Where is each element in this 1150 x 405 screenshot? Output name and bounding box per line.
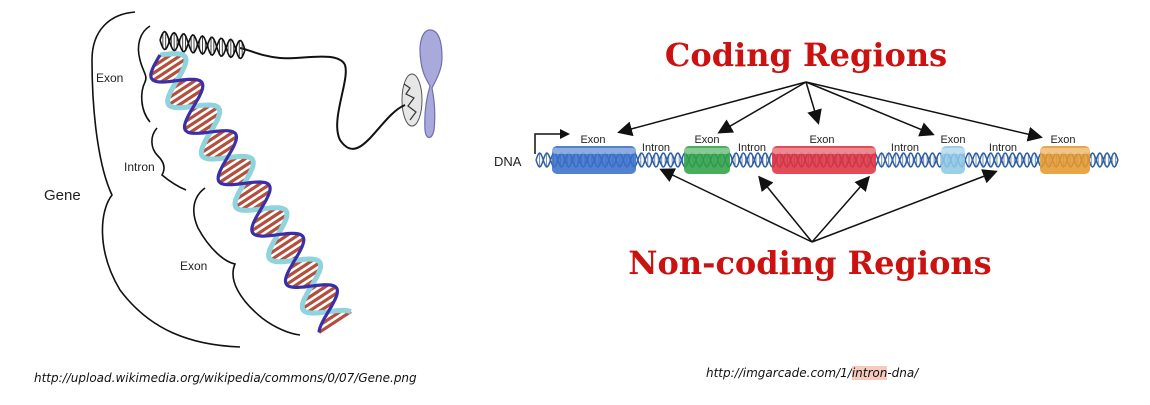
base-pair-rung bbox=[285, 261, 321, 286]
arrow-to-exon bbox=[805, 81, 935, 137]
base-pair-rung bbox=[188, 111, 221, 135]
regions-figure: Coding Regions Non-coding Regions DNA Ex… bbox=[494, 36, 1119, 282]
coil-strand bbox=[159, 30, 246, 59]
base-pair-rung bbox=[226, 166, 254, 186]
left-source-url[interactable]: http://upload.wikimedia.org/wikipedia/co… bbox=[34, 371, 417, 385]
base-pair-rung bbox=[167, 78, 198, 100]
arrow-to-exon bbox=[805, 81, 822, 125]
base-pair-rung bbox=[270, 237, 305, 262]
gene-brace bbox=[91, 11, 241, 348]
base-pair-rung bbox=[301, 285, 337, 310]
base-pair-rung bbox=[152, 57, 187, 82]
segment-label-exon-2: Exon bbox=[694, 134, 719, 146]
pointer-arrows bbox=[617, 81, 1043, 243]
coiled-dna-top bbox=[159, 30, 246, 60]
double-helix bbox=[149, 51, 352, 334]
base-pair-rung bbox=[167, 81, 204, 107]
exon-bottom-brace bbox=[193, 187, 301, 336]
exon-block-red-shine bbox=[772, 148, 876, 154]
base-pair-rung bbox=[200, 130, 235, 155]
base-pair-rung bbox=[302, 283, 330, 303]
base-pair-rung bbox=[218, 159, 254, 184]
dna-label: DNA bbox=[494, 154, 522, 169]
arrow-to-intron bbox=[758, 175, 813, 243]
intron-brace bbox=[151, 127, 187, 191]
arrow-to-intron bbox=[659, 168, 813, 243]
base-pair-rung bbox=[318, 310, 352, 334]
exon-block-green bbox=[684, 146, 730, 174]
segment-label-exon-1: Exon bbox=[580, 134, 605, 146]
base-pair-rung bbox=[254, 213, 288, 237]
base-pair-rung bbox=[234, 183, 270, 209]
intron-label: Intron bbox=[124, 160, 155, 174]
coding-regions-title: Coding Regions bbox=[665, 36, 947, 74]
base-pair-rung bbox=[284, 258, 316, 280]
exon-block-blue-shine bbox=[552, 148, 636, 154]
segment-labels: Exon Intron Exon Intron Exon Intron Exon… bbox=[580, 134, 1075, 154]
coil-strand bbox=[159, 31, 246, 60]
chromosome-icon bbox=[401, 29, 443, 139]
base-pair-rung bbox=[250, 208, 286, 233]
helix-strand-blue bbox=[149, 54, 340, 333]
right-source-url-highlight: intron bbox=[851, 366, 888, 380]
segment-label-intron-1: Intron bbox=[642, 142, 670, 154]
start-arrowhead bbox=[560, 129, 570, 139]
exon-block-blue bbox=[552, 146, 636, 174]
base-pair-rung bbox=[203, 135, 238, 160]
segment-label-exon-3: Exon bbox=[809, 134, 834, 146]
base-pair-rung bbox=[267, 232, 301, 256]
base-pair-rung bbox=[149, 53, 183, 77]
arrow-to-exon bbox=[805, 81, 1043, 142]
base-pair-rung bbox=[291, 268, 321, 289]
segment-label-intron-2: Intron bbox=[738, 142, 766, 154]
base-pair-rung bbox=[306, 291, 339, 314]
base-pair-rung bbox=[234, 180, 264, 202]
arrow-to-intron bbox=[811, 175, 870, 243]
arrow-to-exon bbox=[617, 81, 807, 137]
transcription-start-arrow bbox=[534, 133, 560, 154]
exon-bottom-label: Exon bbox=[180, 259, 207, 273]
gene-figure: Gene Exon Intron Exon bbox=[44, 11, 443, 348]
segment-label-intron-3: Intron bbox=[891, 142, 919, 154]
right-source-url-prefix: http://imgarcade.com/1/ bbox=[706, 366, 852, 380]
exon-top-label: Exon bbox=[96, 71, 123, 85]
exon-block-green-shine bbox=[684, 148, 730, 154]
base-pair-rung bbox=[240, 189, 271, 212]
exon-block-orange bbox=[1040, 146, 1090, 174]
arrow-to-exon bbox=[717, 81, 807, 134]
base-pair-rung bbox=[183, 105, 219, 131]
segment-label-intron-4: Intron bbox=[989, 142, 1017, 154]
right-source-url-suffix: -dna/ bbox=[887, 366, 919, 380]
arrow-to-intron bbox=[811, 169, 998, 243]
exon-top-brace bbox=[137, 25, 151, 123]
base-pair-rung bbox=[184, 103, 212, 123]
exon-block-lightblue-shine bbox=[941, 148, 965, 154]
segment-label-exon-4: Exon bbox=[940, 134, 965, 146]
noncoding-regions-title: Non-coding Regions bbox=[628, 244, 991, 282]
exon-block-red bbox=[772, 146, 876, 174]
gene-label: Gene bbox=[44, 187, 81, 204]
exon-block-lightblue bbox=[941, 146, 965, 174]
base-pair-rung bbox=[174, 88, 203, 109]
right-source-url[interactable]: http://imgarcade.com/1/intron-dna/ bbox=[706, 366, 918, 380]
dna-thread bbox=[239, 47, 406, 150]
exon-blocks bbox=[552, 146, 1090, 174]
base-pair-rung bbox=[217, 155, 249, 178]
exon-block-orange-shine bbox=[1040, 148, 1090, 154]
helix-strand-cyan bbox=[159, 51, 352, 316]
segment-label-exon-5: Exon bbox=[1050, 134, 1075, 146]
